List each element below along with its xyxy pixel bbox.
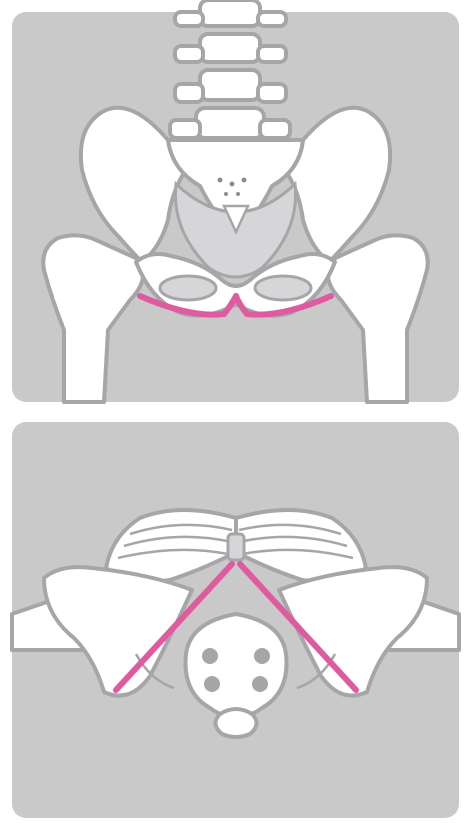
vertebra-body: [198, 32, 262, 64]
vertebra-process: [258, 118, 292, 140]
coccyx-inferior: [213, 707, 259, 739]
right-ilium: [283, 105, 393, 264]
left-hip-bone: [42, 565, 194, 698]
vertebra-body: [194, 106, 266, 140]
iliac-rim-lines: [117, 523, 354, 690]
pubic-arch-highlight: [137, 293, 334, 318]
coccyx: [217, 177, 250, 235]
vertebra-process: [256, 82, 288, 104]
sacral-foramina: [202, 648, 270, 692]
vertebra-process: [173, 44, 205, 64]
left-ilium: [78, 105, 188, 264]
sacrum-inferior: [183, 612, 289, 720]
vertebra-process: [256, 44, 288, 64]
inferior-view-panel: [0, 418, 471, 832]
right-hip-bone: [277, 565, 429, 698]
left-ramus-line: [113, 561, 235, 693]
right-ramus-line: [237, 561, 359, 693]
pubic-symphysis: [226, 532, 246, 562]
right-obturator-foramen: [253, 274, 313, 302]
left-femur: [41, 233, 146, 404]
vertebra-body: [198, 68, 262, 102]
vertebra-process: [173, 10, 205, 28]
inferior-view-svg: [10, 422, 461, 818]
front-view-panel: [0, 0, 471, 410]
pubic-arch-left-line: [137, 293, 239, 318]
vertebra-process: [256, 10, 288, 28]
right-femur: [325, 233, 430, 404]
vertebra-process: [168, 118, 202, 140]
spine: [168, 0, 292, 140]
pubic-arch-right-line: [233, 293, 334, 318]
left-obturator-foramen: [158, 274, 218, 302]
front-view-svg: [12, 0, 459, 404]
vertebra-process: [173, 82, 205, 104]
vertebra-body: [198, 0, 262, 28]
ischiopubic-rami-highlight: [113, 561, 359, 693]
